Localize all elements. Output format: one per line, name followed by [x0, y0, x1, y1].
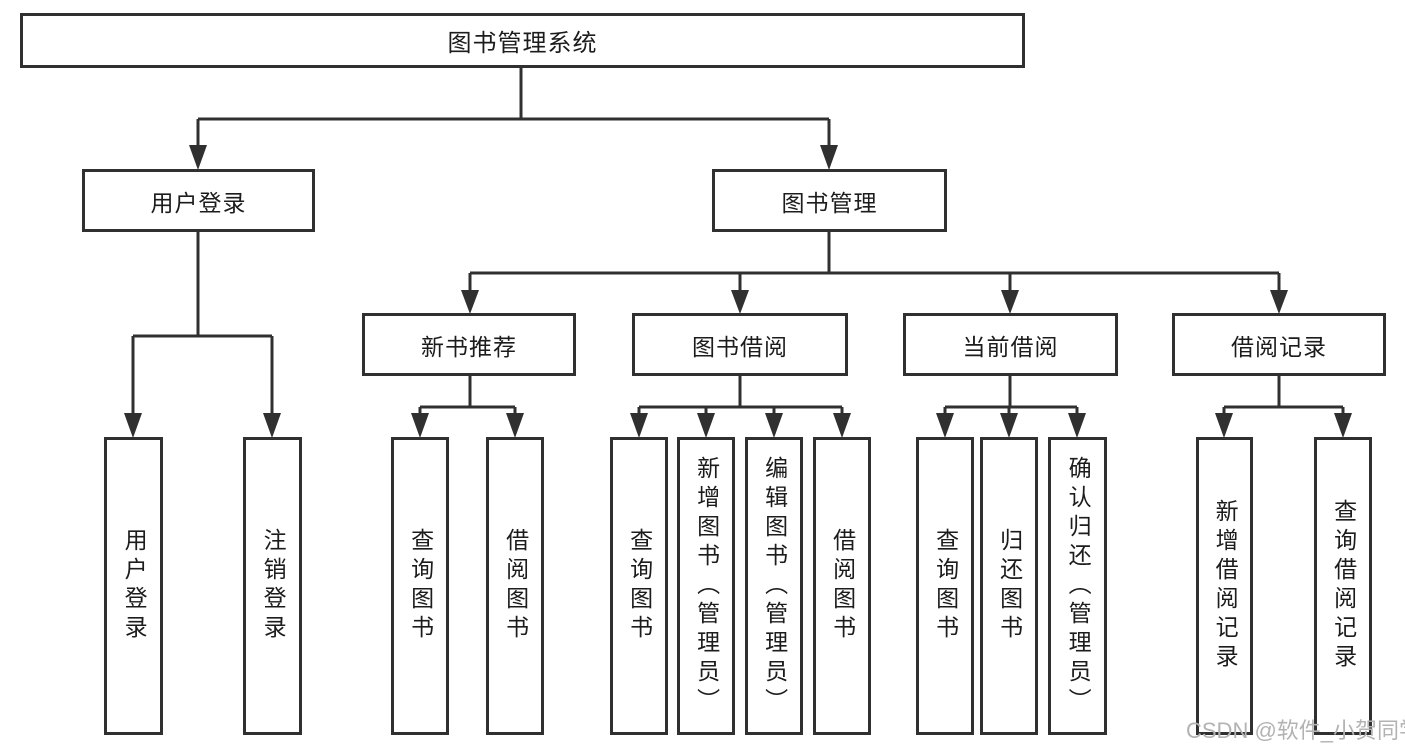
connector-book-management-to-level3 — [461, 232, 1288, 314]
node-label: 新增图书（管理员） — [693, 455, 720, 717]
watermark: CSDN @软件_小贺同学 — [1186, 718, 1405, 743]
node-user-login: 用户登录 — [82, 169, 315, 232]
node-book-borrowing: 图书借阅 — [632, 313, 848, 376]
node-label: 借阅图书 — [502, 528, 529, 644]
node-label: 新增借阅记录 — [1212, 499, 1239, 673]
node-label: 用户登录 — [150, 189, 247, 216]
node-label: 用户登录 — [121, 528, 148, 644]
leaf-user-login: 用户登录 — [104, 437, 163, 735]
connector-current-borrowing-to-leaves — [936, 376, 1086, 438]
leaf-add-books-admin: 新增图书（管理员） — [677, 437, 735, 735]
connector-root-to-level2 — [189, 68, 838, 170]
leaf-query-books-recommend: 查询图书 — [391, 437, 449, 735]
leaf-return-books: 归还图书 — [980, 437, 1038, 735]
node-label: 新书推荐 — [421, 333, 517, 360]
node-label: 归还图书 — [996, 528, 1023, 644]
leaf-confirm-return-admin: 确认归还（管理员） — [1048, 437, 1107, 735]
leaf-query-books-current: 查询图书 — [916, 437, 974, 735]
connector-borrowing-records-to-leaves — [1215, 376, 1352, 438]
node-label: 借阅图书 — [829, 528, 856, 644]
connector-new-book-recommendation-to-leaves — [411, 375, 524, 438]
leaf-query-borrow-record: 查询借阅记录 — [1314, 437, 1372, 735]
node-book-management: 图书管理 — [712, 169, 947, 232]
leaf-borrow-books: 借阅图书 — [813, 437, 871, 735]
node-new-book-recommendation: 新书推荐 — [362, 313, 576, 376]
node-label: 图书借阅 — [692, 333, 788, 360]
node-borrowing-records: 借阅记录 — [1172, 313, 1386, 376]
connector-user-login-to-leaves — [124, 232, 281, 438]
node-label: 图书管理系统 — [447, 30, 598, 57]
node-label: 当前借阅 — [962, 333, 1059, 360]
node-label: 注销登录 — [260, 528, 287, 644]
node-label: 图书管理 — [781, 189, 878, 216]
leaf-borrow-books-recommend: 借阅图书 — [486, 437, 544, 735]
leaf-query-books-borrowing: 查询图书 — [610, 437, 668, 735]
connector-book-borrowing-to-leaves — [630, 376, 851, 438]
node-label: 查询图书 — [407, 528, 434, 644]
node-label: 查询图书 — [932, 528, 959, 644]
node-label: 借阅记录 — [1231, 333, 1327, 360]
node-label: 查询图书 — [626, 528, 653, 644]
node-current-borrowing: 当前借阅 — [903, 313, 1118, 376]
node-library-management-system: 图书管理系统 — [20, 13, 1025, 68]
node-label: 查询借阅记录 — [1330, 499, 1357, 673]
node-label: 确认归还（管理员） — [1065, 455, 1092, 717]
leaf-edit-books-admin: 编辑图书（管理员） — [745, 437, 803, 735]
node-label: 编辑图书（管理员） — [761, 455, 788, 717]
leaf-add-borrow-record: 新增借阅记录 — [1196, 437, 1253, 735]
leaf-logout: 注销登录 — [243, 437, 302, 735]
